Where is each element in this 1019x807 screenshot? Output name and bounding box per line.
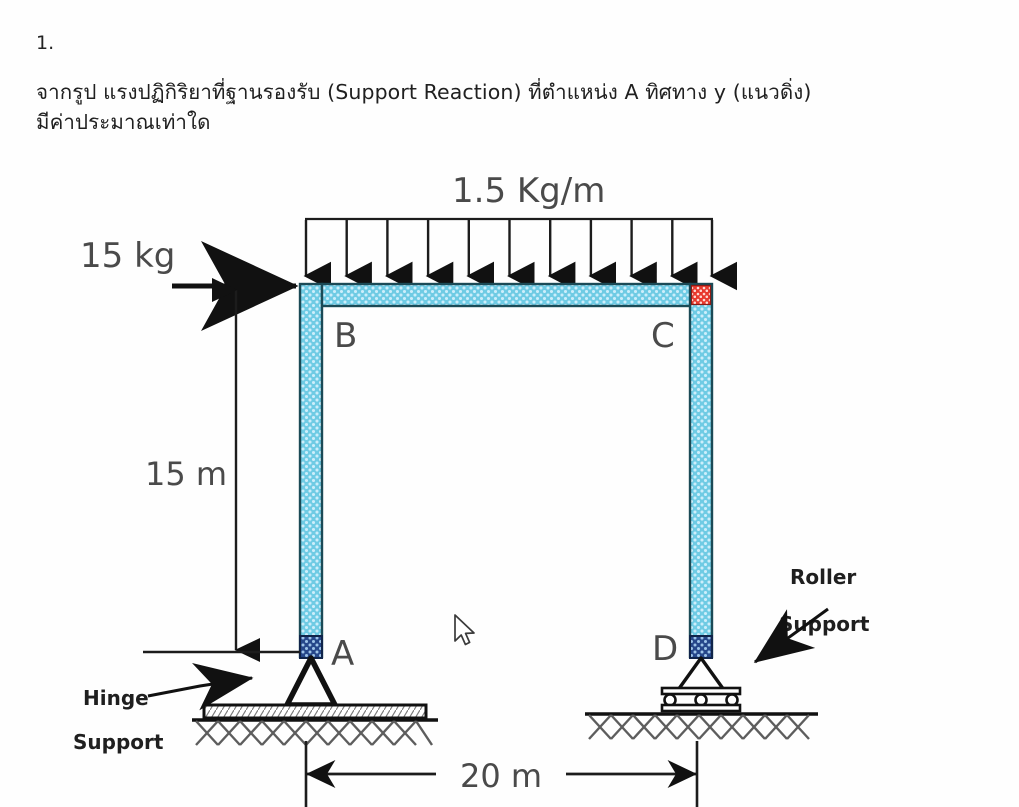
column-base-A: [299, 635, 323, 659]
point-load-group: 15 kg: [80, 236, 299, 331]
hinge-support-A: [192, 655, 438, 746]
distributed-load-group: [303, 217, 738, 291]
frame-diagram-figure: 1.5 Kg/m: [0, 160, 1019, 807]
roller-annotation-line-2: Support: [779, 612, 870, 636]
annotation-hinge-support: Hinge Support: [73, 662, 254, 754]
dim-15m-label: 15 m: [145, 455, 227, 493]
point-load-label: 15 kg: [80, 236, 175, 276]
node-label-C: C: [651, 316, 675, 356]
frame-structure: [298, 282, 714, 659]
column-base-D: [689, 635, 713, 659]
distributed-load-label: 1.5 Kg/m: [452, 171, 605, 211]
mouse-pointer-icon: [454, 614, 475, 646]
frame-diagram-svg: 1.5 Kg/m: [73, 171, 870, 807]
question-text: จากรูป แรงปฏิกิริยาที่ฐานรองรับ (Support…: [36, 78, 986, 137]
roller-annotation-line-1: Roller: [790, 565, 856, 589]
question-number: 1.: [36, 32, 55, 54]
dimension-20m-group: 20 m: [304, 741, 699, 807]
node-label-A: A: [331, 634, 354, 674]
member-column-AB: [298, 282, 324, 659]
question-line-1: จากรูป แรงปฏิกิริยาที่ฐานรองรับ (Support…: [36, 80, 812, 104]
hinge-annotation-line-2: Support: [73, 730, 164, 754]
member-beam-BC: [320, 282, 692, 308]
question-line-2: มีค่าประมาณเท่าใด: [36, 109, 211, 134]
ground-hatch-D: [588, 714, 810, 740]
hinge-annotation-line-1: Hinge: [83, 686, 149, 710]
node-label-D: D: [652, 629, 678, 669]
member-column-DC: [688, 282, 714, 659]
joint-marker-C: [690, 284, 712, 306]
ground-hatch-A: [195, 720, 433, 746]
dimension-15m-group: 15 m: [143, 278, 300, 662]
annotation-roller-support: Roller Support: [753, 565, 870, 664]
node-label-B: B: [334, 316, 357, 356]
dim-20m-label: 20 m: [460, 757, 542, 795]
roller-support-D: [585, 656, 818, 740]
